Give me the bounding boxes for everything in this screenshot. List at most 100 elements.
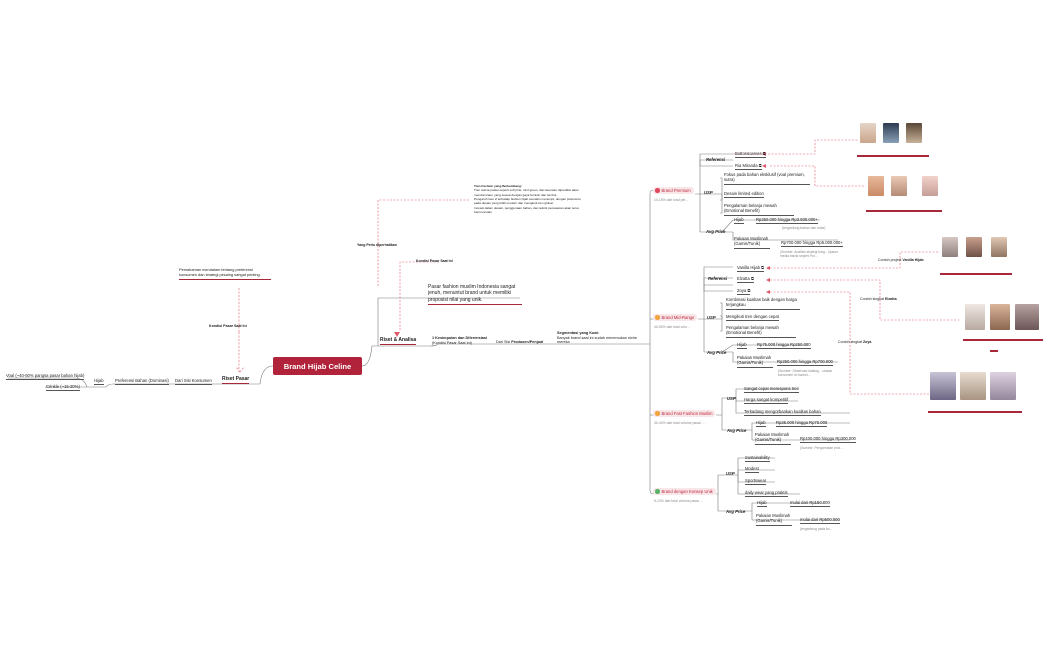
unik-pakaian-note: (tergantung pada ko...	[800, 527, 833, 531]
tren-item: Pengaruh Gen Z terhadap fashion hijab se…	[474, 196, 581, 206]
mid-ref-elzatta[interactable]: Elzatta ⧉	[737, 276, 754, 284]
fast-pakaian-note: (Sumber: Pengamatan prici...	[800, 446, 843, 450]
kesimpulan-title: 1 Kesimpulan dan Diferensiasi	[432, 336, 488, 340]
kesimpulan-node[interactable]: 1 Kesimpulan dan Diferensiasi (Kondisi P…	[432, 336, 487, 345]
contoh-elzatta-label: Contoh singkat Elzatta	[860, 297, 897, 301]
status-dot-icon	[655, 411, 660, 416]
unik-pakaian-price[interactable]: mulai dari Rp500.000	[800, 517, 840, 525]
fast-hijab-price[interactable]: Rp25.000 hingga Rp75.000	[776, 420, 828, 428]
kondisi-pasar-right-text[interactable]: Pasar fashion muslim Indonesia sangat je…	[428, 284, 522, 305]
brand-fast-fashion-label: Brand Fast Fashion Muslim	[661, 411, 713, 416]
brand-konsep-unik-pill[interactable]: Brand dengan Konsep Unik	[653, 488, 716, 495]
product-photo[interactable]	[990, 372, 1016, 400]
fast-avg-price-label: Avg Price	[727, 428, 747, 433]
fast-pakaian-price[interactable]: Rp100.000 hingga Rp300.000	[800, 436, 856, 444]
external-link-icon[interactable]: ⧉	[762, 151, 766, 156]
dari-sisi-konsumen-node[interactable]: Dari Sisi Konsumen	[175, 378, 212, 386]
tren-item: Tren warna pastel seperti soft pink, min…	[474, 188, 579, 197]
preferensi-bahan-node[interactable]: Preferensi Bahan (Dominasi)	[115, 378, 169, 386]
product-photo[interactable]	[930, 372, 956, 400]
product-photo[interactable]	[991, 237, 1007, 257]
segmentasi-text: Banyak brand saat ini sudah menemukan ni…	[557, 335, 637, 345]
riset-pasar-node[interactable]: Riset Pasar	[222, 376, 250, 385]
fast-usp-item[interactable]: Harga sangat kompetitif	[744, 397, 789, 405]
crinkle-node[interactable]: Crinkle (~15-20%)	[46, 384, 80, 392]
segmentasi-node[interactable]: Segmentasi yang Kuat: Banyak brand saat …	[557, 331, 647, 345]
tren-fashion-note[interactable]: Tren Fashion yang Berkembang: Tren warna…	[474, 184, 586, 214]
premium-avg-price-label: Avg Price	[706, 229, 726, 234]
unik-usp-item[interactable]: Modest	[745, 466, 759, 474]
product-photo[interactable]	[942, 237, 958, 257]
contoh-zoya-label: Contoh singkat Zoya	[838, 340, 872, 344]
mid-hijab-node[interactable]: Hijab	[737, 342, 747, 350]
product-photo[interactable]	[960, 372, 986, 400]
external-link-icon[interactable]: ⧉	[750, 276, 754, 281]
kondisi-pasar-left-label: Kondisi Pasar Saat Ini	[209, 324, 247, 328]
unik-hijab-node[interactable]: Hijab	[757, 500, 767, 508]
unik-usp-label: USP	[726, 471, 735, 476]
mid-usp-item[interactable]: Mengikuti tren dengan cepat	[726, 314, 779, 322]
status-dot-icon	[655, 489, 660, 494]
hijab-left-node[interactable]: Hijab	[94, 378, 104, 386]
external-link-icon[interactable]: ⧉	[761, 265, 765, 270]
brand-mid-range-pill[interactable]: Brand Mid-Range	[653, 314, 698, 321]
premium-pakaian-note: (Sumber: Analisis strategi harg... lipsu…	[780, 250, 839, 259]
mid-pakaian-price[interactable]: Rp250.000 hingga Rp700.000	[777, 359, 833, 367]
unik-usp-item[interactable]: Sustainability	[745, 455, 770, 463]
product-photo[interactable]	[922, 176, 938, 196]
external-link-icon[interactable]: ⧉	[758, 163, 762, 168]
mid-avg-price-label: Avg Price	[707, 350, 727, 355]
fast-pakaian-node[interactable]: Pakaian Muslimah (Gamis/Tunik)	[755, 432, 791, 445]
premium-pakaian-node[interactable]: Pakaian Muslimah (Gamis/Tunik)	[734, 236, 770, 249]
product-photo[interactable]	[883, 123, 899, 143]
mid-usp-item[interactable]: Pengalaman belanja mewah (Emotional Bene…	[726, 325, 796, 338]
dari-sisi-produsen-node[interactable]: Dari Sisi Produsen/Penjual	[496, 340, 543, 345]
brand-mid-range-sub: 40-50% dari total volu...	[654, 325, 690, 329]
fast-hijab-node[interactable]: Hijab	[756, 420, 766, 428]
unik-pakaian-node[interactable]: Pakaian Muslimah (Gamis/Tunik)	[756, 513, 792, 526]
premium-referensi-label: Referensi	[706, 157, 726, 162]
premium-ref-buttonscarves[interactable]: Buttonscarves ⧉	[735, 151, 766, 159]
mid-referensi-label: Referensi	[708, 276, 728, 281]
premium-hijab-price[interactable]: Rp250.000 hingga Rp3.500.000+	[756, 217, 818, 225]
brand-premium-pill[interactable]: Brand Premium	[653, 187, 694, 194]
riset-analisa-node[interactable]: Riset & Analisa	[380, 337, 417, 346]
fast-usp-item[interactable]: Terkadang mengorbankan kualitas bahan	[744, 409, 821, 417]
premium-usp-label: USP	[704, 190, 713, 195]
root-node[interactable]: Brand Hijab Celine	[273, 357, 362, 375]
tren-title: Tren Fashion yang Berkembang:	[474, 184, 522, 188]
brand-konsep-unik-sub: 5-10% dari total volume pasar ...	[654, 499, 703, 503]
kondisi-pasar-left-text[interactable]: Pemahaman mendalam tentang preferensi ko…	[179, 267, 271, 280]
brand-fast-fashion-pill[interactable]: Brand Fast Fashion Muslim	[653, 410, 716, 417]
voal-node[interactable]: Voal (~40-50% pangsa pasar bahan hijab)	[6, 373, 85, 381]
product-photo[interactable]	[860, 123, 876, 143]
status-dot-icon	[655, 188, 660, 193]
fast-usp-item[interactable]: Sangat cepat merespons tren	[744, 386, 799, 394]
mid-ref-vanilla-hijab[interactable]: Vanilla Hijab ⧉	[737, 265, 765, 273]
product-photo[interactable]	[891, 176, 907, 196]
dari-sisi-produsen: Produsen/Penjual	[511, 340, 544, 344]
product-photo[interactable]	[906, 123, 922, 143]
unik-usp-item[interactable]: Sportswear	[745, 478, 767, 486]
mid-usp-item[interactable]: Kombinasi kualitas baik dengan harga ter…	[726, 297, 800, 310]
mid-hijab-price[interactable]: Rp75.000 hingga Rp250.000	[757, 342, 811, 350]
product-photo[interactable]	[966, 237, 982, 257]
premium-ref-ria-miranda[interactable]: Ria Miranda ⧉	[735, 163, 762, 171]
premium-hijab-node[interactable]: Hijab	[734, 217, 744, 225]
product-photo[interactable]	[990, 304, 1010, 330]
kondisi-pasar-right-label: Kondisi Pasar Saat Ini	[416, 259, 453, 263]
product-photo[interactable]	[965, 304, 985, 330]
unik-usp-item[interactable]: daily wear yang praktis	[745, 490, 788, 498]
premium-pakaian-price[interactable]: Rp700.000 hingga Rp5.000.000+	[781, 240, 843, 248]
premium-usp-item[interactable]: Fokus pada bahan eksklusif (voal premium…	[724, 172, 810, 185]
unik-hijab-price[interactable]: mulai dari Rp150.000	[790, 500, 830, 508]
mid-pakaian-node[interactable]: Pakaian Muslimah (Gamis/Tunik)	[737, 355, 773, 368]
product-photo[interactable]	[1015, 304, 1039, 330]
brand-fast-fashion-sub: 30-40% dari total volume pasar ...	[654, 421, 705, 425]
mid-usp-label: USP	[707, 315, 716, 320]
mid-ref-zoya[interactable]: Zoya ⧉	[737, 288, 751, 296]
product-photo[interactable]	[868, 176, 884, 196]
external-link-icon[interactable]: ⧉	[747, 288, 751, 293]
premium-usp-item[interactable]: Desain limited edition	[724, 191, 764, 199]
premium-usp-item[interactable]: Pengalaman belanja mewah (Emotional Bene…	[724, 203, 794, 216]
